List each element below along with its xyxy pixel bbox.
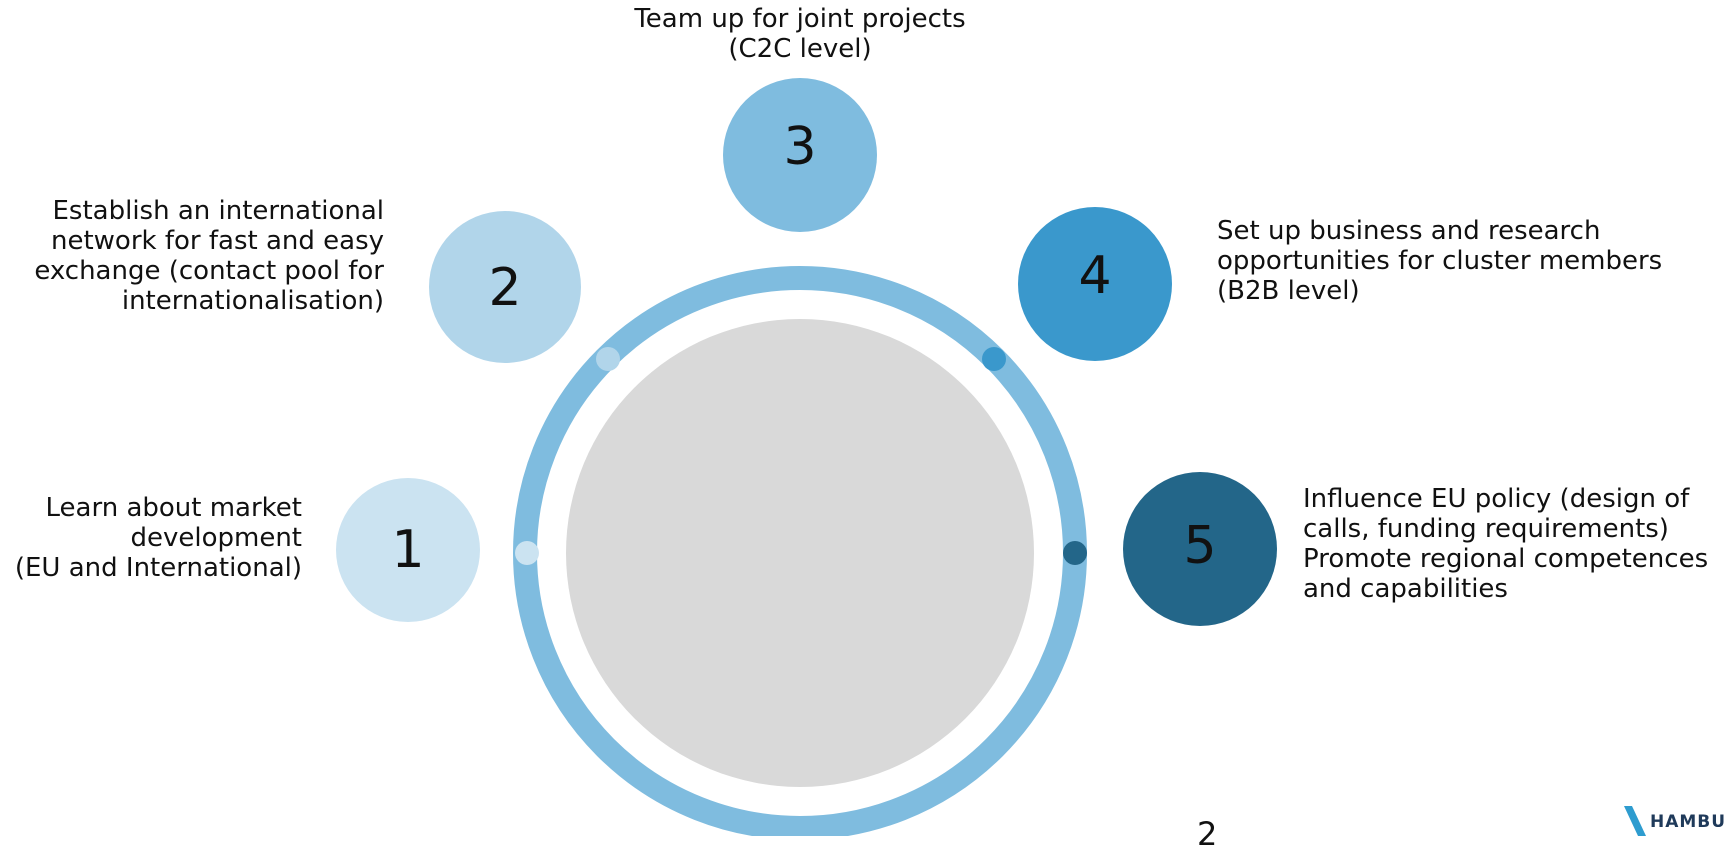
center-circle	[566, 319, 1034, 787]
logo-mark-icon	[1624, 806, 1646, 836]
step-label-1-line-3: (EU and International)	[14, 553, 302, 583]
step-node-1: 1	[336, 478, 480, 622]
step-node-4: 4	[1018, 207, 1172, 361]
step-label-2-line-3: exchange (contact pool for	[34, 256, 384, 286]
ring-connector-dot-1	[515, 541, 539, 565]
step-circle-1	[336, 478, 480, 622]
step-label-1-line-1: Learn about market	[45, 493, 302, 523]
ring-connector-dot-2	[596, 347, 620, 371]
step-circle-3	[723, 78, 877, 232]
step-label-3-line-2: (C2C level)	[728, 34, 872, 64]
hamburg-logo: HAMBUR	[1614, 806, 1727, 836]
step-node-3: 3	[723, 78, 877, 232]
step-number-3: 3	[783, 117, 816, 177]
logo-mark-shape	[1624, 806, 1646, 836]
page-number: 2	[1197, 815, 1218, 853]
step-label-2-line-4: internationalisation)	[121, 286, 384, 316]
ring-connector-dot-5	[1063, 541, 1087, 565]
step-label-2: Establish an international network for f…	[0, 196, 384, 316]
step-label-2-line-2: network for fast and easy	[51, 226, 384, 256]
step-label-5-line-3: Promote regional competences	[1303, 544, 1709, 574]
step-label-5: Influence EU policy (design of calls, fu…	[1303, 484, 1723, 604]
step-label-5-line-4: and capabilities	[1303, 574, 1508, 604]
step-label-4: Set up business and research opportuniti…	[1217, 216, 1717, 306]
step-label-3-line-1: Team up for joint projects	[634, 4, 966, 34]
step-number-1: 1	[391, 520, 424, 580]
step-node-5: 5	[1123, 472, 1277, 626]
step-label-1: Learn about market development (EU and I…	[0, 493, 302, 583]
step-label-4-line-3: (B2B level)	[1217, 276, 1360, 306]
ring-connector-dot-4	[982, 347, 1006, 371]
step-circle-2	[429, 211, 581, 363]
step-label-4-line-1: Set up business and research	[1217, 216, 1601, 246]
step-circle-4	[1018, 207, 1172, 361]
step-label-1-line-2: development	[130, 523, 302, 553]
step-label-4-line-2: opportunities for cluster members	[1217, 246, 1663, 276]
step-label-5-line-2: calls, funding requirements)	[1303, 514, 1669, 544]
step-label-2-line-1: Establish an international	[52, 196, 384, 226]
step-circle-5	[1123, 472, 1277, 626]
logo-text: HAMBUR	[1650, 812, 1727, 832]
step-node-2: 2	[429, 211, 581, 363]
step-label-5-line-1: Influence EU policy (design of	[1303, 484, 1690, 514]
step-number-5: 5	[1183, 516, 1216, 576]
step-number-2: 2	[488, 258, 521, 318]
step-label-3: Team up for joint projects (C2C level)	[600, 4, 1000, 64]
step-number-4: 4	[1078, 246, 1111, 306]
